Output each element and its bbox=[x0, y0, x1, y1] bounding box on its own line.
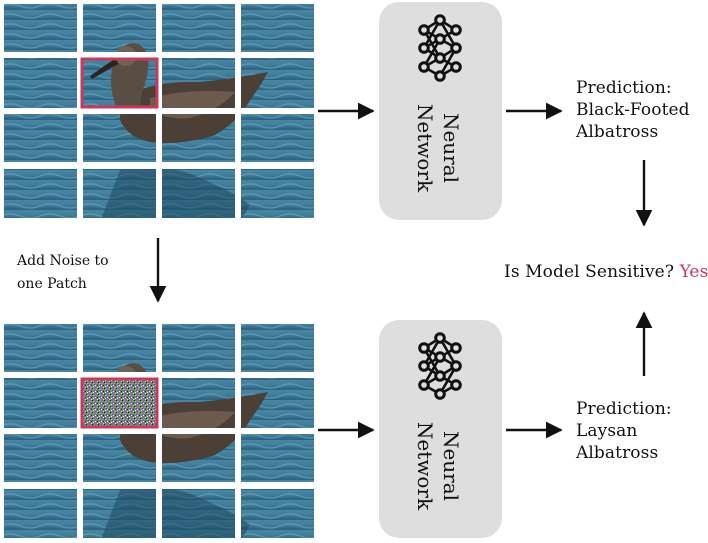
network-label-line2: Network bbox=[413, 103, 437, 193]
top-image-grid bbox=[4, 4, 314, 218]
top-prediction-value-line2: Albatross bbox=[576, 122, 659, 142]
top-highlight-patch bbox=[80, 57, 159, 109]
neural-network-icon bbox=[418, 332, 462, 400]
network-label-line2: Network bbox=[413, 421, 437, 511]
bottom-prediction-value-line2: Albatross bbox=[576, 443, 659, 463]
top-prediction: Prediction: Black-Footed Albatross bbox=[576, 77, 690, 143]
network-label-line1: Neural bbox=[439, 430, 463, 502]
top-prediction-label: Prediction: bbox=[576, 78, 672, 98]
top-neural-network-box: Neural Network bbox=[379, 2, 502, 220]
noisy-patch bbox=[80, 377, 159, 429]
bottom-prediction-value-line1: Laysan bbox=[576, 421, 638, 441]
question-answer: Yes bbox=[679, 262, 708, 282]
top-network-label: Neural Network bbox=[412, 93, 464, 203]
bottom-prediction-label: Prediction: bbox=[576, 399, 672, 419]
bottom-image-grid bbox=[4, 324, 314, 538]
sensitivity-question: Is Model Sensitive? Yes bbox=[504, 261, 708, 283]
bottom-network-label: Neural Network bbox=[412, 411, 464, 521]
question-text: Is Model Sensitive? bbox=[504, 262, 675, 282]
network-label-line1: Neural bbox=[439, 112, 463, 184]
add-noise-label: Add Noise to one Patch bbox=[17, 250, 109, 296]
bottom-neural-network-box: Neural Network bbox=[379, 320, 502, 538]
bottom-prediction: Prediction: Laysan Albatross bbox=[576, 398, 672, 464]
add-noise-line2: one Patch bbox=[17, 276, 87, 292]
add-noise-line1: Add Noise to bbox=[17, 253, 109, 269]
neural-network-icon bbox=[418, 14, 462, 82]
top-prediction-value-line1: Black-Footed bbox=[576, 100, 690, 120]
